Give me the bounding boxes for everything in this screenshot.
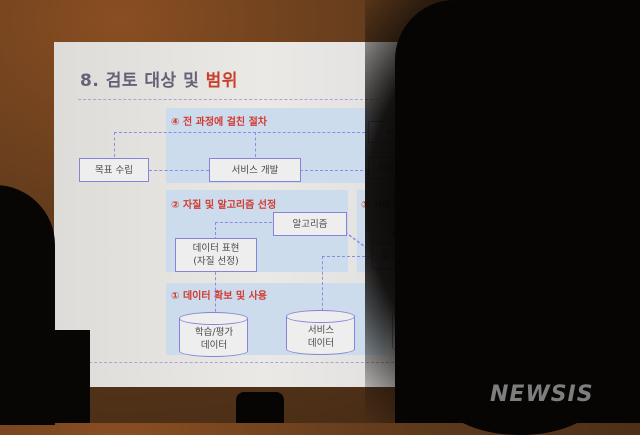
audience-silhouette-right-core — [395, 0, 640, 423]
section-2-label: ② 자질 및 알고리즘 선정 — [171, 200, 277, 211]
camera-silhouette — [236, 392, 284, 423]
connector — [322, 256, 323, 311]
connector — [300, 170, 368, 171]
watermark: NEWSIS — [490, 382, 594, 407]
box-data-representation-line1: 데이터 표현 — [192, 243, 240, 254]
connector — [114, 132, 115, 157]
box-data-representation-line2: (자질 선정) — [193, 256, 239, 267]
box-goal-setting: 목표 수립 — [79, 158, 149, 182]
connector — [149, 170, 209, 171]
audience-silhouette-shoulder — [440, 355, 600, 435]
slide-title: 8. 검토 대상 및 범위 — [80, 71, 238, 91]
connector — [322, 256, 370, 257]
section-1-label: ① 데이터 확보 및 사용 — [171, 291, 267, 302]
connector — [215, 222, 272, 223]
connector — [255, 132, 256, 157]
connector — [215, 272, 216, 317]
connector — [215, 222, 216, 240]
slide-title-accent: 범위 — [205, 71, 238, 91]
section-4-label: ④ 전 과정에 걸친 절차 — [171, 117, 267, 128]
connector-arrow — [345, 232, 373, 253]
title-divider — [78, 99, 378, 100]
footer-divider — [84, 362, 394, 363]
box-data-representation: 데이터 표현 (자질 선정) — [175, 238, 257, 272]
audience-silhouette-left-base — [0, 330, 90, 423]
connector — [114, 132, 370, 133]
box-service-development: 서비스 개발 — [209, 158, 301, 182]
box-algorithm: 알고리즘 — [273, 212, 347, 236]
